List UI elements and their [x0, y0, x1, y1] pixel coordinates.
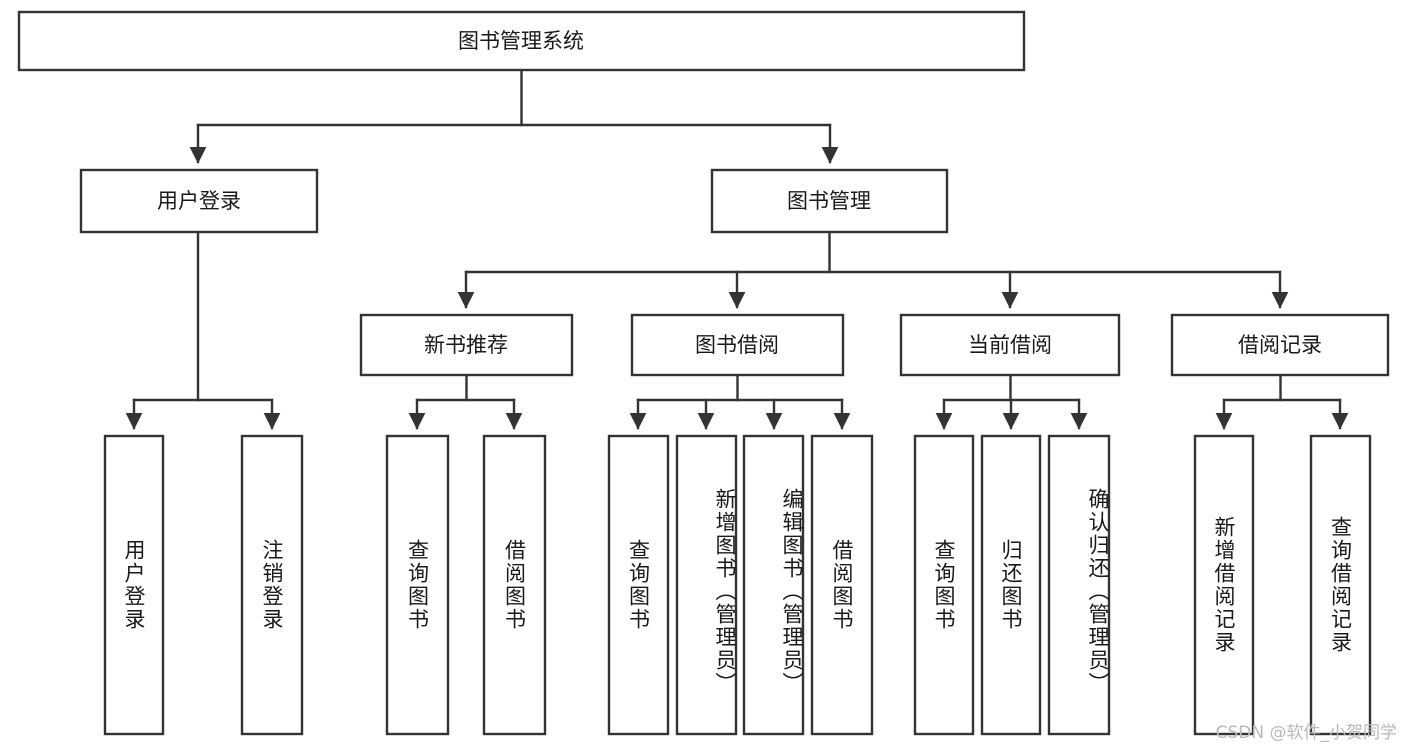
- node-new-book-recommend-label: 新书推荐: [424, 333, 508, 357]
- node-current-borrow-label: 当前借阅: [968, 333, 1052, 357]
- leaf-box-borrow-book[interactable]: [810, 434, 874, 736]
- connector-layer: [125, 68, 1349, 430]
- leaf-box-query-borrow-record[interactable]: [1309, 434, 1372, 736]
- node-borrow-record-box[interactable]: [1170, 313, 1390, 377]
- leaf-box-edit-book-admin[interactable]: [742, 434, 805, 736]
- node-current-borrow-box[interactable]: [899, 313, 1121, 377]
- leaf-box-add-borrow-record[interactable]: [1193, 434, 1255, 736]
- node-new-book-recommend-box[interactable]: [359, 313, 574, 377]
- leaf-box-logout-login[interactable]: [240, 434, 304, 736]
- leaf-box-user-login[interactable]: [103, 434, 165, 736]
- node-book-borrow-box[interactable]: [630, 313, 845, 377]
- node-borrow-record-label: 借阅记录: [1238, 333, 1322, 357]
- leaf-box-confirm-return-admin[interactable]: [1047, 434, 1111, 736]
- watermark-text: CSDN @软件_小贺同学: [1215, 723, 1397, 743]
- leaf-box-query-book-current[interactable]: [913, 434, 975, 736]
- leaf-box-return-book[interactable]: [980, 434, 1042, 736]
- node-book-management-label: 图书管理: [787, 189, 871, 213]
- node-root-box[interactable]: [17, 10, 1026, 72]
- node-user-login-box[interactable]: [79, 168, 319, 234]
- node-user-login-label: 用户登录: [157, 189, 241, 213]
- leaf-box-borrow-book-newbook[interactable]: [482, 434, 547, 736]
- leaf-box-add-book-admin[interactable]: [675, 434, 738, 736]
- node-root-label: 图书管理系统: [458, 29, 584, 53]
- leaf-box-query-book-newbook[interactable]: [385, 434, 450, 736]
- leaf-box-query-book-borrow[interactable]: [607, 434, 670, 736]
- node-layer: 图书管理系统 用户登录 图书管理 新书推荐 图书借阅 当前借阅 借阅记录: [17, 10, 1390, 736]
- node-book-borrow-label: 图书借阅: [695, 333, 779, 357]
- node-book-management-box[interactable]: [710, 168, 949, 234]
